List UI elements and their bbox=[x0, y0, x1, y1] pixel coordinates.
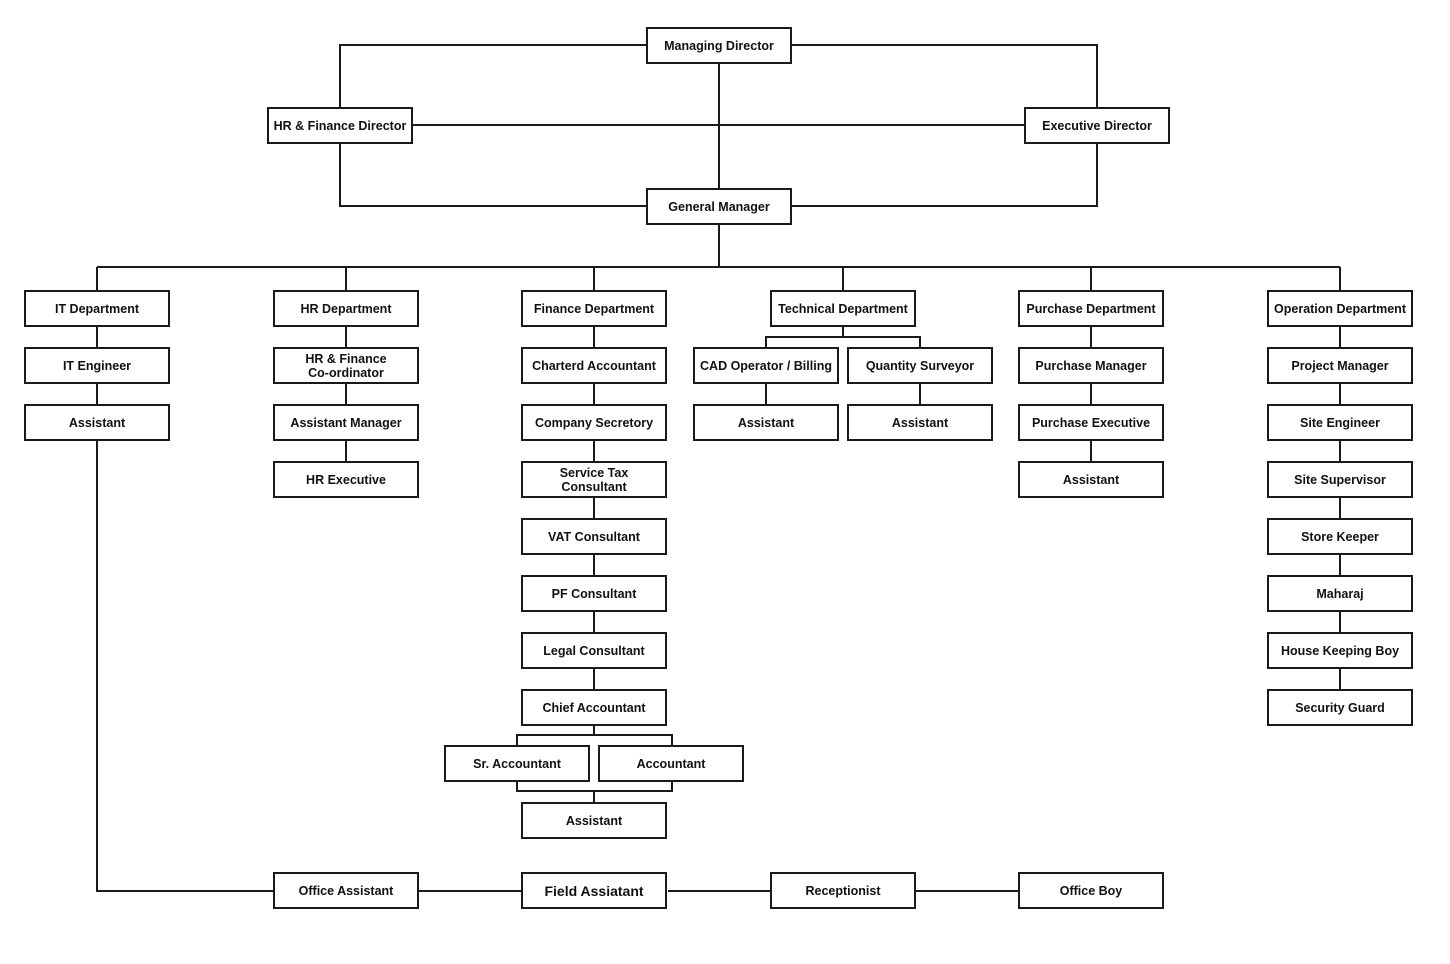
box-security-guard: Security Guard bbox=[1267, 689, 1413, 726]
box-finance-department: Finance Department bbox=[521, 290, 667, 327]
box-house-keeping-boy: House Keeping Boy bbox=[1267, 632, 1413, 669]
connector-line bbox=[516, 782, 673, 792]
box-company-secretory: Company Secretory bbox=[521, 404, 667, 441]
box-quantity-surveyor: Quantity Surveyor bbox=[847, 347, 993, 384]
connector-line bbox=[339, 144, 646, 207]
box-site-engineer: Site Engineer bbox=[1267, 404, 1413, 441]
box-purchase-assistant: Assistant bbox=[1018, 461, 1164, 498]
connector-line bbox=[765, 336, 921, 347]
box-chief-accountant: Chief Accountant bbox=[521, 689, 667, 726]
box-service-tax-consultant: Service Tax Consultant bbox=[521, 461, 667, 498]
box-field-assistant: Field Assiatant bbox=[521, 872, 667, 909]
box-purchase-executive: Purchase Executive bbox=[1018, 404, 1164, 441]
connector-line bbox=[792, 144, 1098, 207]
box-purchase-manager: Purchase Manager bbox=[1018, 347, 1164, 384]
box-assistant-manager: Assistant Manager bbox=[273, 404, 419, 441]
box-finance-assistant: Assistant bbox=[521, 802, 667, 839]
box-office-assistant: Office Assistant bbox=[273, 872, 419, 909]
connector-line bbox=[792, 44, 1098, 107]
box-store-keeper: Store Keeper bbox=[1267, 518, 1413, 555]
connector-line bbox=[339, 44, 646, 107]
box-office-boy: Office Boy bbox=[1018, 872, 1164, 909]
connector-line bbox=[516, 734, 673, 745]
box-vat-consultant: VAT Consultant bbox=[521, 518, 667, 555]
box-hr-executive: HR Executive bbox=[273, 461, 419, 498]
box-sr-accountant: Sr. Accountant bbox=[444, 745, 590, 782]
box-charterd-accountant: Charterd Accountant bbox=[521, 347, 667, 384]
box-it-assistant: Assistant bbox=[24, 404, 170, 441]
box-site-supervisor: Site Supervisor bbox=[1267, 461, 1413, 498]
box-hr-department: HR Department bbox=[273, 290, 419, 327]
box-qs-assistant: Assistant bbox=[847, 404, 993, 441]
box-executive-director: Executive Director bbox=[1024, 107, 1170, 144]
box-receptionist: Receptionist bbox=[770, 872, 916, 909]
box-cad-assistant: Assistant bbox=[693, 404, 839, 441]
box-pf-consultant: PF Consultant bbox=[521, 575, 667, 612]
box-general-manager: General Manager bbox=[646, 188, 792, 225]
box-hr-finance-coordinator: HR & Finance Co-ordinator bbox=[273, 347, 419, 384]
box-maharaj: Maharaj bbox=[1267, 575, 1413, 612]
box-purchase-department: Purchase Department bbox=[1018, 290, 1164, 327]
box-hr-finance-director: HR & Finance Director bbox=[267, 107, 413, 144]
box-operation-department: Operation Department bbox=[1267, 290, 1413, 327]
connector-line bbox=[96, 441, 273, 892]
box-it-department: IT Department bbox=[24, 290, 170, 327]
box-technical-department: Technical Department bbox=[770, 290, 916, 327]
box-project-manager: Project Manager bbox=[1267, 347, 1413, 384]
box-it-engineer: IT Engineer bbox=[24, 347, 170, 384]
box-legal-consultant: Legal Consultant bbox=[521, 632, 667, 669]
box-cad-operator-billing: CAD Operator / Billing bbox=[693, 347, 839, 384]
box-managing-director: Managing Director bbox=[646, 27, 792, 64]
box-accountant: Accountant bbox=[598, 745, 744, 782]
